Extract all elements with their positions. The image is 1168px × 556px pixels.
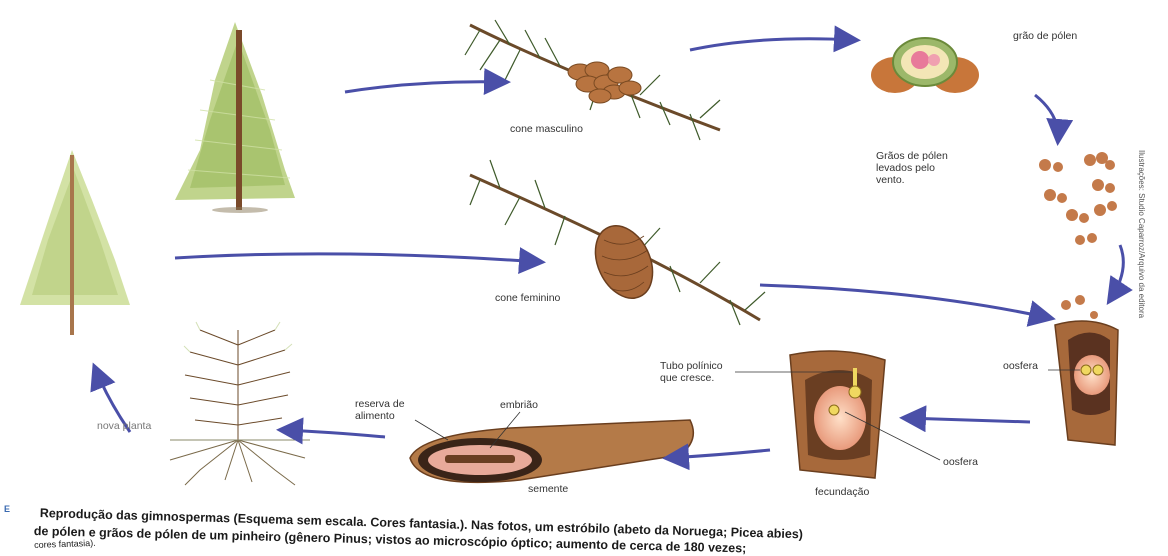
label-cone-feminino: cone feminino — [495, 292, 560, 304]
label-cone-masculino: cone masculino — [510, 123, 583, 135]
label-nova-planta: nova planta — [97, 420, 151, 432]
image-credit: Ilustrações: Studio Caparroz/Arquivo da … — [1137, 150, 1146, 318]
pollen-grain — [871, 38, 979, 93]
male-cone-branch — [465, 20, 720, 140]
label-oosfera-mid: oosfera — [943, 456, 978, 468]
label-semente: semente — [528, 483, 568, 495]
label-fecundacao: fecundação — [815, 486, 869, 498]
label-embriao: embrião — [500, 399, 538, 411]
label-tubo-polinico: Tubo polínico que cresce. — [660, 360, 723, 384]
pollen-grains-wind — [1039, 152, 1117, 319]
pine-tree-young — [20, 150, 130, 335]
seed — [410, 420, 693, 482]
label-oosfera-right: oosfera — [1003, 360, 1038, 372]
new-plant — [170, 322, 310, 485]
pine-tree-tall — [175, 22, 295, 213]
ovule-right — [1055, 321, 1118, 445]
label-graos-levados: Grãos de pólen levados pelo vento. — [876, 150, 948, 186]
label-reserva-alimento: reserva de alimento — [355, 398, 405, 422]
label-grao-de-polen: grão de pólen — [1013, 30, 1077, 42]
caption-number: E — [4, 504, 10, 514]
ovule-fertilization — [790, 351, 885, 478]
